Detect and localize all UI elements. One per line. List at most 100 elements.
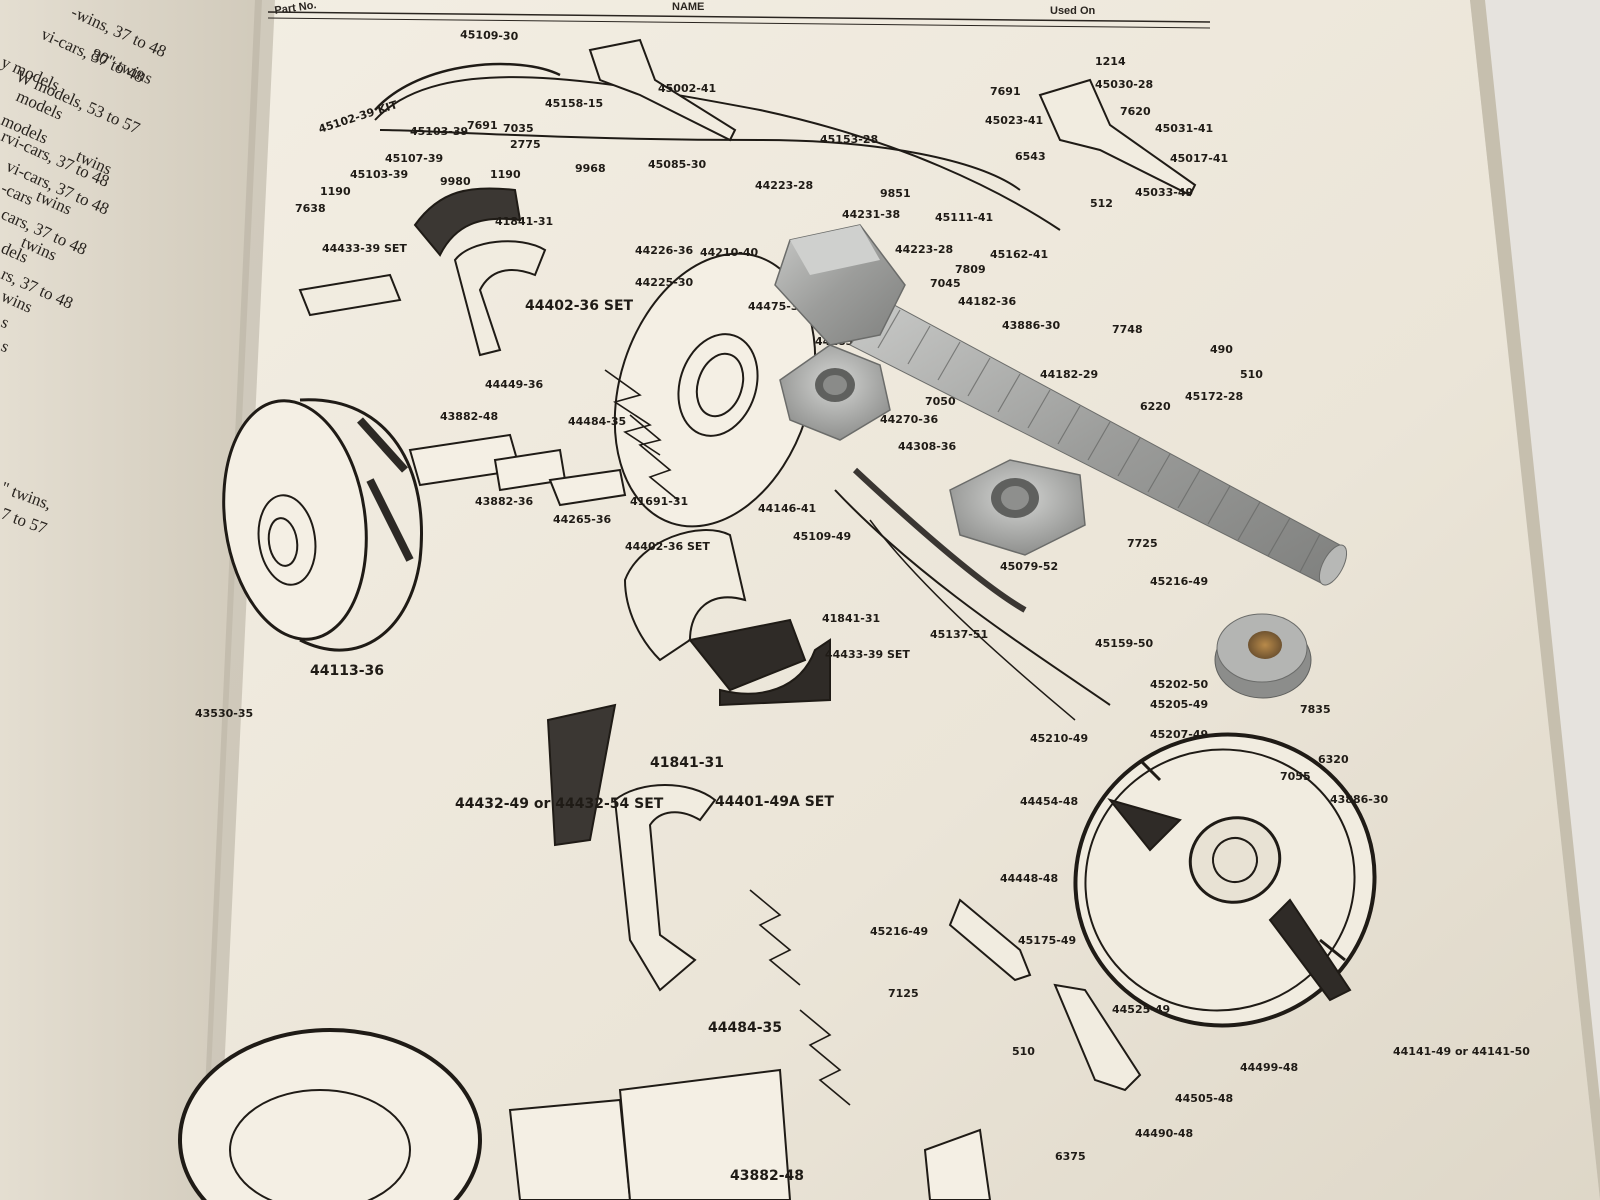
svg-text:44484-35: 44484-35 <box>568 415 626 428</box>
header-name: NAME <box>672 1 704 13</box>
svg-text:44448-48: 44448-48 <box>1000 872 1058 885</box>
svg-text:41841-31: 41841-31 <box>650 755 724 771</box>
svg-text:44499-48: 44499-48 <box>1240 1061 1298 1074</box>
svg-text:45103-39: 45103-39 <box>350 168 408 181</box>
svg-text:7725: 7725 <box>1127 537 1158 550</box>
svg-text:44433-39 SET: 44433-39 SET <box>322 242 407 255</box>
svg-text:45031-41: 45031-41 <box>1155 122 1213 135</box>
svg-text:45210-49: 45210-49 <box>1030 732 1088 745</box>
exploded-diagram <box>178 38 1377 1200</box>
svg-text:44433-39 SET: 44433-39 SET <box>825 648 910 661</box>
svg-text:6375: 6375 <box>1055 1150 1086 1163</box>
svg-text:44308-36: 44308-36 <box>898 440 956 453</box>
svg-text:7835: 7835 <box>1300 703 1331 716</box>
svg-text:43886-30: 43886-30 <box>1330 793 1388 806</box>
svg-text:45158-15: 45158-15 <box>545 97 603 110</box>
hex-nut-large <box>949 459 1086 556</box>
svg-text:44182-29: 44182-29 <box>1040 368 1098 381</box>
svg-text:45030-28: 45030-28 <box>1095 78 1153 91</box>
svg-text:44449-36: 44449-36 <box>485 378 543 391</box>
svg-text:43882-48: 43882-48 <box>440 410 498 423</box>
svg-text:7638: 7638 <box>295 202 326 215</box>
svg-text:44223-28: 44223-28 <box>895 243 953 256</box>
svg-text:7125: 7125 <box>888 987 919 1000</box>
svg-text:45202-50: 45202-50 <box>1150 678 1208 691</box>
svg-text:43886-30: 43886-30 <box>1002 319 1060 332</box>
svg-text:7691: 7691 <box>467 119 498 132</box>
svg-text:41691-31: 41691-31 <box>630 495 688 508</box>
svg-text:6543: 6543 <box>1015 150 1046 163</box>
svg-text:1214: 1214 <box>1095 55 1126 68</box>
svg-text:7691: 7691 <box>990 85 1021 98</box>
svg-text:45153-28: 45153-28 <box>820 133 878 146</box>
svg-text:44113-36: 44113-36 <box>310 663 384 679</box>
svg-text:45085-30: 45085-30 <box>648 158 706 171</box>
svg-text:43530-35: 43530-35 <box>195 707 253 720</box>
svg-text:45109-49: 45109-49 <box>793 530 851 543</box>
svg-text:6320: 6320 <box>1318 753 1349 766</box>
svg-text:45017-41: 45017-41 <box>1170 152 1228 165</box>
svg-text:510: 510 <box>1240 368 1263 381</box>
svg-text:43882-48: 43882-48 <box>730 1168 804 1184</box>
svg-text:45109-30: 45109-30 <box>460 28 519 43</box>
svg-text:7050: 7050 <box>925 395 956 408</box>
svg-text:44146-41: 44146-41 <box>758 502 816 515</box>
svg-text:44265-36: 44265-36 <box>553 513 611 526</box>
svg-text:41841-31: 41841-31 <box>495 215 553 228</box>
svg-text:45079-52: 45079-52 <box>1000 560 1058 573</box>
svg-text:9968: 9968 <box>575 162 606 175</box>
svg-text:7055: 7055 <box>1280 770 1311 783</box>
svg-text:45162-41: 45162-41 <box>990 248 1048 261</box>
svg-text:44402-36 SET: 44402-36 SET <box>525 298 634 314</box>
svg-text:9851: 9851 <box>880 187 911 200</box>
svg-text:490: 490 <box>1210 343 1233 356</box>
svg-text:45205-49: 45205-49 <box>1150 698 1208 711</box>
svg-text:510: 510 <box>1012 1045 1035 1058</box>
svg-text:45111-41: 45111-41 <box>935 211 993 224</box>
svg-text:45159-50: 45159-50 <box>1095 637 1153 650</box>
svg-text:45137-51: 45137-51 <box>930 628 988 641</box>
svg-text:44484-35: 44484-35 <box>708 1020 782 1036</box>
svg-text:7045: 7045 <box>930 277 961 290</box>
svg-text:44525-49: 44525-49 <box>1112 1003 1170 1016</box>
left-page <box>0 0 265 1200</box>
svg-text:45023-41: 45023-41 <box>985 114 1043 127</box>
svg-text:45033-49: 45033-49 <box>1135 186 1193 199</box>
svg-text:45216-49: 45216-49 <box>1150 575 1208 588</box>
svg-text:45207-49: 45207-49 <box>1150 728 1208 741</box>
svg-text:2775: 2775 <box>510 138 541 151</box>
svg-text:9980: 9980 <box>440 175 471 188</box>
svg-text:44505-48: 44505-48 <box>1175 1092 1233 1105</box>
svg-text:7035: 7035 <box>503 122 534 135</box>
bushing <box>1214 613 1312 699</box>
svg-text:7809: 7809 <box>955 263 986 276</box>
svg-text:45002-41: 45002-41 <box>658 82 716 95</box>
svg-text:44454-48: 44454-48 <box>1020 795 1078 808</box>
svg-text:45172-28: 45172-28 <box>1185 390 1243 403</box>
svg-text:512: 512 <box>1090 197 1113 210</box>
svg-text:6220: 6220 <box>1140 400 1171 413</box>
svg-text:44226-36: 44226-36 <box>635 244 693 257</box>
svg-text:44210-40: 44210-40 <box>700 246 758 259</box>
catalog-page <box>205 0 1600 1200</box>
threaded-bolt <box>774 224 1348 586</box>
svg-text:1190: 1190 <box>320 185 351 198</box>
svg-text:45103-39: 45103-39 <box>410 125 468 138</box>
svg-text:45175-49: 45175-49 <box>1018 934 1076 947</box>
svg-text:44223-28: 44223-28 <box>755 179 813 192</box>
svg-text:43882-36: 43882-36 <box>475 495 533 508</box>
svg-text:44401-49A SET: 44401-49A SET <box>715 794 834 810</box>
svg-text:44402-36 SET: 44402-36 SET <box>625 540 710 553</box>
svg-text:44182-36: 44182-36 <box>958 295 1016 308</box>
svg-text:45216-49: 45216-49 <box>870 925 928 938</box>
svg-text:41841-31: 41841-31 <box>822 612 880 625</box>
svg-text:44141-49 or 44141-50: 44141-49 or 44141-50 <box>1393 1045 1530 1058</box>
svg-text:44231-38: 44231-38 <box>842 208 900 221</box>
svg-text:44270-36: 44270-36 <box>880 413 938 426</box>
svg-text:7748: 7748 <box>1112 323 1143 336</box>
svg-text:1190: 1190 <box>490 168 521 181</box>
svg-text:44225-30: 44225-30 <box>635 276 693 289</box>
svg-text:45107-39: 45107-39 <box>385 152 443 165</box>
